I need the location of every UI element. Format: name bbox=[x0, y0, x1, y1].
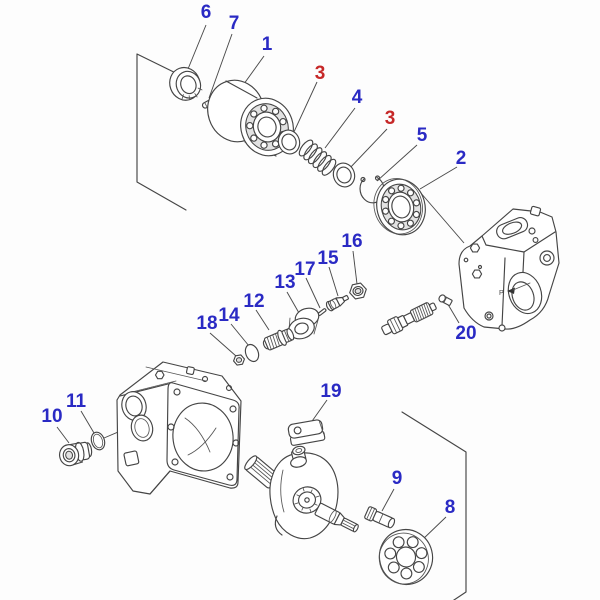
part-16-nut-drawing bbox=[349, 282, 367, 300]
part-8-plate-drawing bbox=[378, 528, 434, 586]
part-19-block-drawing bbox=[287, 419, 326, 446]
callout-18[interactable]: 18 bbox=[196, 313, 217, 334]
callout-15[interactable]: 15 bbox=[317, 248, 339, 269]
part-14-oring-drawing bbox=[244, 343, 260, 363]
part-9-piston-drawing bbox=[364, 506, 396, 529]
part-3-ring-rear-drawing bbox=[332, 162, 356, 188]
part-housing-drawing bbox=[116, 361, 242, 495]
callout-5[interactable]: 5 bbox=[417, 125, 428, 146]
callout-3-rear[interactable]: 3 bbox=[385, 108, 396, 129]
callout-20[interactable]: 20 bbox=[455, 323, 476, 344]
callout-13[interactable]: 13 bbox=[274, 272, 295, 293]
part-servo-valve-drawing bbox=[381, 302, 437, 336]
part-6-seal-drawing bbox=[169, 66, 203, 101]
callout-11[interactable]: 11 bbox=[66, 391, 87, 412]
part-15-valve-drawing bbox=[325, 294, 349, 312]
callout-2[interactable]: 2 bbox=[456, 148, 467, 169]
callout-8[interactable]: 8 bbox=[445, 497, 456, 518]
part-2-bearing-drawing bbox=[373, 178, 426, 236]
callout-16[interactable]: 16 bbox=[341, 231, 362, 252]
callout-6[interactable]: 6 bbox=[201, 2, 212, 23]
part-11-oring-drawing bbox=[90, 431, 106, 451]
part-end-cover-drawing: P bbox=[458, 205, 560, 332]
callout-17[interactable]: 17 bbox=[294, 259, 315, 280]
callout-3-front[interactable]: 3 bbox=[315, 63, 326, 84]
callout-7[interactable]: 7 bbox=[229, 13, 240, 34]
part-swashplate-shaft-drawing bbox=[244, 445, 359, 540]
part-20-screw-drawing bbox=[438, 294, 453, 306]
callout-12[interactable]: 12 bbox=[243, 291, 264, 312]
part-18-nut-drawing bbox=[233, 354, 245, 366]
callout-10[interactable]: 10 bbox=[41, 406, 62, 427]
callout-4[interactable]: 4 bbox=[352, 87, 363, 108]
callout-19[interactable]: 19 bbox=[320, 381, 341, 402]
callout-9[interactable]: 9 bbox=[392, 468, 403, 489]
part-12-plug-drawing bbox=[262, 328, 295, 351]
callout-labels: 6 7 1 3 4 3 5 2 16 15 17 13 12 14 18 20 … bbox=[41, 2, 476, 518]
part-10-plug-drawing bbox=[58, 441, 93, 467]
port-letter-p: P bbox=[499, 290, 504, 297]
callout-14[interactable]: 14 bbox=[218, 305, 240, 326]
callout-1[interactable]: 1 bbox=[262, 34, 273, 55]
part-3-ring-front-drawing bbox=[277, 129, 301, 155]
part-13-collar-drawing bbox=[288, 307, 320, 340]
view-plane-corner-lines bbox=[136, 53, 467, 600]
leader-lines bbox=[56, 24, 465, 542]
part-4-spring-drawing bbox=[298, 139, 337, 176]
